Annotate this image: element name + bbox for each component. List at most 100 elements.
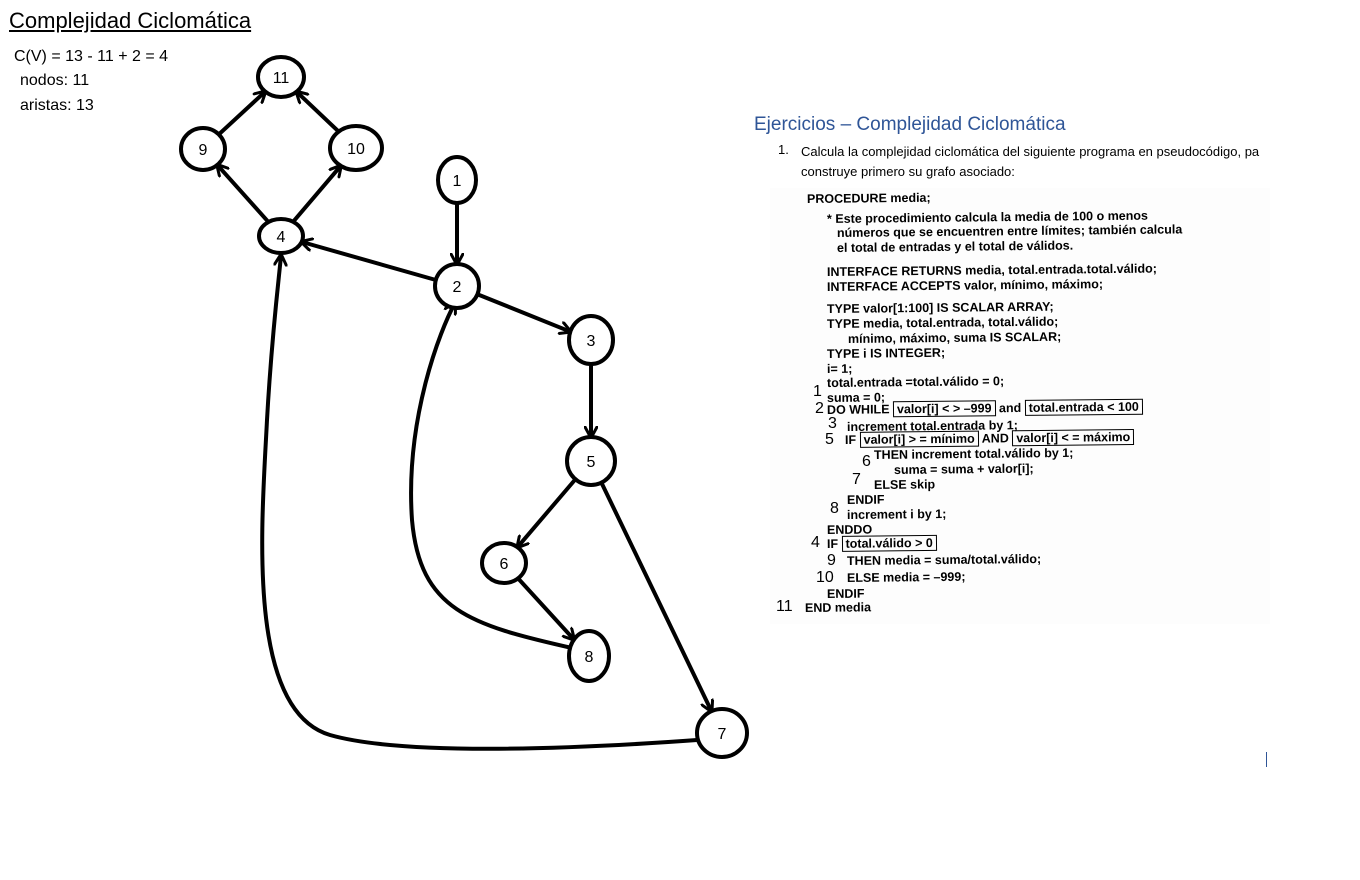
code-line: i= 1;	[826, 361, 853, 376]
edge-2-to-4	[302, 242, 438, 282]
code-line: el total de entradas y el total de válid…	[836, 238, 1074, 255]
annotation-5: 5	[825, 431, 834, 448]
code-line: TYPE i IS INTEGER;	[826, 345, 946, 361]
node-2: 2	[433, 262, 481, 310]
node-4: 4	[257, 217, 305, 255]
code-line: END media	[804, 600, 872, 615]
code-line: ENDIF	[846, 492, 885, 507]
node-count: nodos: 11	[20, 72, 90, 89]
code-token: IF	[826, 536, 839, 551]
exercise-item-text: Calcula la complejidad ciclomática del s…	[801, 142, 1273, 182]
edge-2-to-3	[475, 292, 570, 331]
node-label: 5	[587, 454, 596, 471]
node-label: 6	[500, 556, 509, 573]
edge-10-to-11	[297, 92, 341, 134]
node-circle	[436, 155, 478, 205]
node-circle	[328, 124, 384, 172]
code-token: and	[998, 400, 1022, 416]
edge-9-to-11	[216, 92, 265, 137]
code-line: IF valor[i] > = mínimo AND valor[i] < = …	[844, 428, 1135, 448]
code-line: THEN media = suma/total.válido;	[846, 551, 1042, 568]
edge-5-to-7	[599, 480, 711, 712]
edge-count: aristas: 13	[20, 97, 94, 114]
node-6: 6	[480, 541, 528, 585]
code-line: suma = suma + valor[i];	[893, 461, 1034, 477]
annotation-9: 9	[827, 552, 836, 569]
code-line: PROCEDURE media;	[806, 190, 931, 206]
node-3: 3	[567, 314, 615, 366]
graph-edges	[216, 92, 711, 751]
annotation-11: 11	[776, 598, 793, 615]
edge-7-to-4	[260, 255, 699, 751]
annotation-6: 6	[862, 453, 871, 470]
node-10: 10	[328, 124, 384, 172]
annotation-1: 1	[813, 383, 822, 400]
while-condition-1: valor[i] < > –999	[892, 400, 996, 418]
code-line: TYPE media, total.entrada, total.válido;	[826, 314, 1059, 331]
annotation-2: 2	[815, 400, 824, 417]
node-circle	[433, 262, 481, 310]
node-label: 2	[453, 279, 462, 296]
node-circle	[567, 629, 611, 683]
code-token: AND	[981, 431, 1009, 446]
node-circle	[567, 314, 615, 366]
if-condition-1: valor[i] > = mínimo	[859, 430, 979, 448]
while-condition-2: total.entrada < 100	[1024, 398, 1143, 416]
node-label: 4	[277, 229, 286, 246]
edge-4-to-10	[291, 166, 341, 224]
annotation-3: 3	[828, 415, 837, 432]
code-token: IF	[844, 432, 857, 447]
node-label: 10	[347, 141, 365, 158]
graph-nodes: 1 2 3 4 5 6 7 8 9 10 11	[179, 55, 749, 759]
node-11: 11	[256, 55, 306, 99]
if-condition-2: valor[i] < = máximo	[1012, 428, 1135, 447]
exercise-item-number: 1.	[778, 142, 789, 157]
node-label: 7	[718, 726, 727, 743]
node-5: 5	[565, 435, 617, 487]
annotation-10: 10	[816, 569, 834, 586]
code-line: ENDIF	[826, 586, 865, 601]
node-circle	[565, 435, 617, 487]
edge-8-to-2	[409, 303, 574, 650]
code-line: mínimo, máximo, suma IS SCALAR;	[847, 329, 1062, 346]
code-line: ELSE media = –999;	[846, 569, 966, 585]
if-condition-3: total.válido > 0	[841, 534, 937, 552]
node-1: 1	[436, 155, 478, 205]
node-label: 3	[587, 333, 596, 350]
exercise-title: Ejercicios – Complejidad Ciclomática	[754, 114, 1066, 135]
annotation-4: 4	[811, 534, 820, 551]
code-line: INTERFACE RETURNS media, total.entrada.t…	[826, 261, 1157, 279]
edge-6-to-8	[516, 576, 574, 639]
code-line: THEN increment total.válido by 1;	[873, 445, 1074, 462]
code-line: total.entrada =total.válido = 0;	[826, 374, 1005, 390]
code-line: INTERFACE ACCEPTS valor, mínimo, máximo;	[826, 277, 1104, 294]
node-label: 9	[199, 142, 208, 159]
node-label: 1	[453, 173, 462, 190]
pseudocode-image: PROCEDURE media; * Este procedimiento ca…	[770, 188, 1270, 624]
code-line: ELSE skip	[873, 477, 936, 492]
exercise-item-line-2: construye primero su grafo asociado:	[801, 164, 1015, 179]
node-circle	[256, 55, 306, 99]
code-line: números que se encuentren entre límites;…	[836, 222, 1183, 240]
node-9: 9	[179, 126, 227, 172]
node-circle	[257, 217, 305, 255]
node-circle	[480, 541, 528, 585]
node-label: 8	[585, 649, 594, 666]
code-line: IF total.válido > 0	[826, 534, 937, 552]
code-line: TYPE valor[1:100] IS SCALAR ARRAY;	[826, 299, 1054, 316]
node-circle	[695, 707, 749, 759]
node-circle	[179, 126, 227, 172]
node-label: 11	[273, 70, 290, 87]
edge-5-to-6	[517, 477, 578, 547]
node-8: 8	[567, 629, 611, 683]
text-cursor	[1266, 752, 1267, 767]
node-7: 7	[695, 707, 749, 759]
cyclomatic-formula: C(V) = 13 - 11 + 2 = 4	[14, 48, 169, 65]
edge-4-to-9	[217, 165, 271, 225]
exercise-item-line-1: Calcula la complejidad ciclomática del s…	[801, 144, 1260, 159]
code-line: increment i by 1;	[846, 506, 947, 522]
code-line: DO WHILE valor[i] < > –999 and total.ent…	[827, 398, 1143, 418]
page-title: Complejidad Ciclomática	[9, 8, 252, 33]
annotation-8: 8	[830, 500, 839, 517]
control-flow-graph: 1 2 3 4 5 6 7 8 9 10 11	[179, 55, 749, 759]
